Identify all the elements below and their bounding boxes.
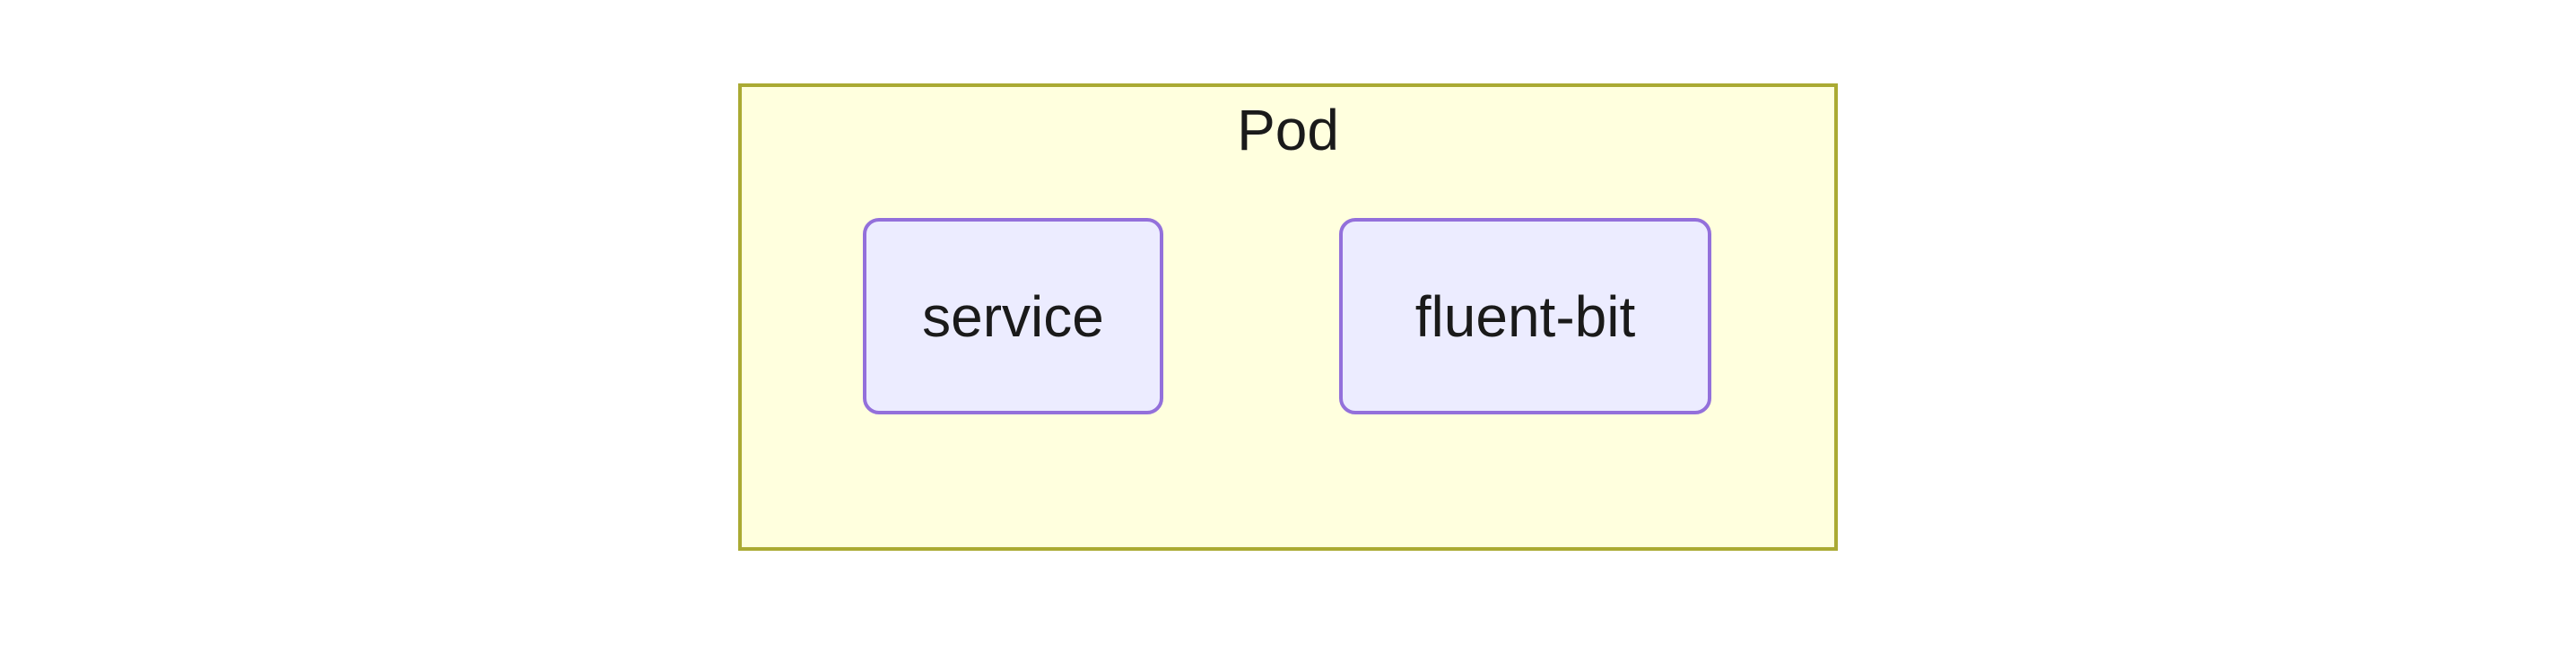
pod-cluster: Pod service fluent-bit [738, 83, 1838, 551]
node-service: service [863, 218, 1163, 414]
node-fluent-bit-label: fluent-bit [1414, 283, 1636, 349]
node-fluent-bit: fluent-bit [1339, 218, 1711, 414]
node-service-label: service [922, 283, 1104, 349]
pod-cluster-label: Pod [1237, 98, 1339, 162]
